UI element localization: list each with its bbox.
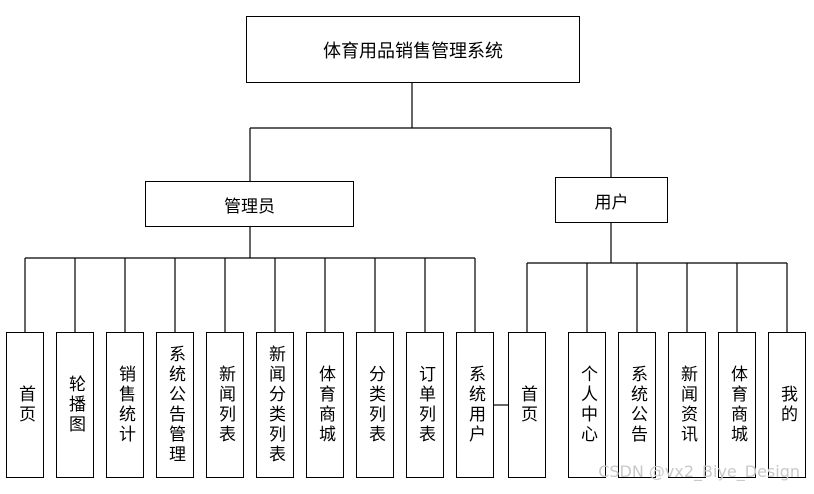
- admin-item-label: 系统用户: [465, 365, 485, 445]
- admin-item-box: 销售统计: [106, 332, 144, 478]
- user-item-label: 新闻资讯: [677, 365, 697, 445]
- admin-item-label: 体育商城: [315, 365, 335, 445]
- admin-item-label: 订单列表: [415, 365, 435, 445]
- user-item-label: 首页: [517, 385, 537, 425]
- admin-item-label: 销售统计: [115, 365, 135, 445]
- user-role-label: 用户: [594, 192, 629, 213]
- admin-item-box: 系统公告管理: [156, 332, 194, 478]
- admin-item-label: 分类列表: [365, 365, 385, 445]
- admin-item-box: 订单列表: [406, 332, 444, 478]
- user-item-label: 我的: [777, 385, 797, 425]
- user-item-box: 体育商城: [718, 332, 756, 478]
- user-item-box: 首页: [508, 332, 546, 478]
- user-item-box: 个人中心: [568, 332, 606, 478]
- user-item-label: 系统公告: [627, 365, 647, 445]
- user-role-box: 用户: [555, 177, 668, 223]
- admin-item-box: 首页: [6, 332, 44, 478]
- admin-item-label: 首页: [15, 385, 35, 425]
- user-item-label: 个人中心: [577, 365, 597, 445]
- user-item-box: 新闻资讯: [668, 332, 706, 478]
- user-item-box: 我的: [768, 332, 806, 478]
- admin-item-box: 新闻分类列表: [256, 332, 294, 478]
- admin-item-box: 体育商城: [306, 332, 344, 478]
- admin-role-box: 管理员: [145, 181, 354, 227]
- admin-item-label: 轮播图: [65, 375, 85, 435]
- admin-role-label: 管理员: [224, 196, 275, 217]
- admin-item-box: 分类列表: [356, 332, 394, 478]
- admin-item-box: 系统用户: [456, 332, 494, 478]
- admin-item-label: 新闻列表: [215, 365, 235, 445]
- system-title: 体育用品销售管理系统: [323, 40, 503, 62]
- system-title-box: 体育用品销售管理系统: [246, 16, 580, 83]
- admin-item-box: 轮播图: [56, 332, 94, 478]
- user-item-box: 系统公告: [618, 332, 656, 478]
- watermark: CSDN @vx2_Biye_Design: [598, 462, 800, 481]
- admin-item-label: 新闻分类列表: [265, 345, 285, 465]
- admin-item-box: 新闻列表: [206, 332, 244, 478]
- admin-item-label: 系统公告管理: [165, 345, 185, 465]
- user-item-label: 体育商城: [727, 365, 747, 445]
